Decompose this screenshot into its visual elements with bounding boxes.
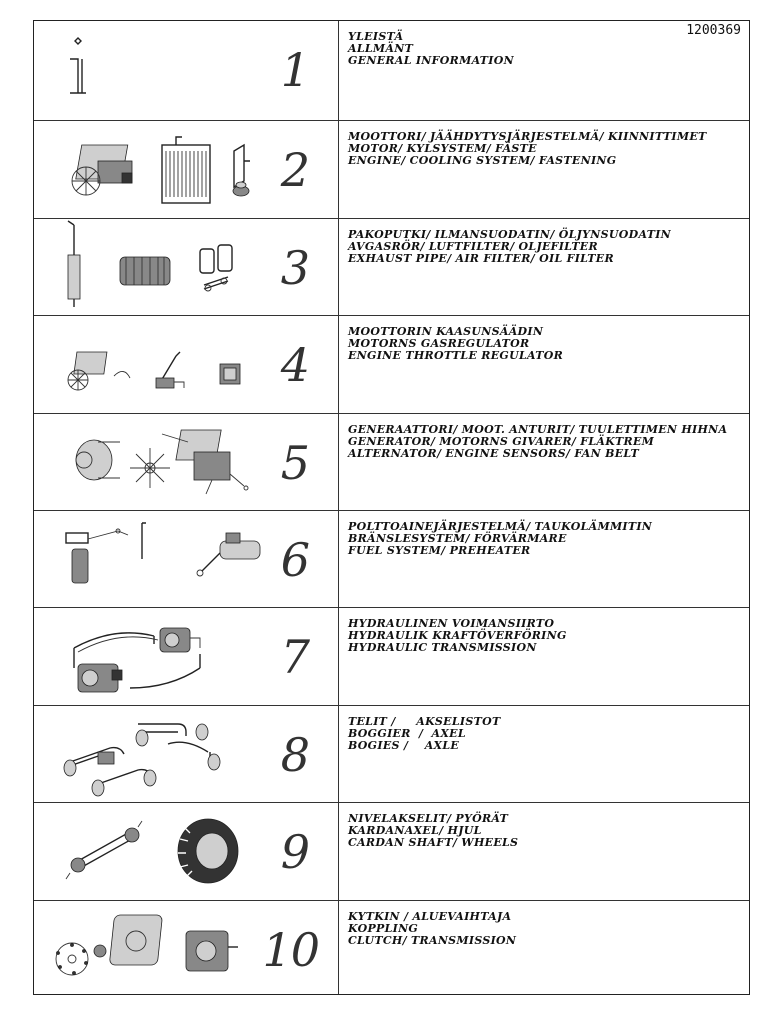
title-sv: HYDRAULIK KRAFTÖVERFÖRING	[348, 629, 567, 642]
gearbox-icon	[109, 914, 238, 972]
section-row-4[interactable]: 4 MOOTTORIN KAASUNSÄÄDIN MOTORNS GASREGU…	[34, 316, 749, 414]
section-2-illustration	[34, 121, 338, 218]
engine-icon	[161, 429, 249, 495]
title-fi: HYDRAULINEN VOIMANSIIRTO	[348, 617, 555, 630]
air-filter-icon	[119, 256, 171, 286]
section-number: 7	[280, 630, 310, 684]
title-fi: YLEISTÄ	[348, 30, 404, 43]
clutch-icon	[55, 942, 107, 976]
section-title-block[interactable]: PAKOPUTKI/ ILMANSUODATIN/ ÖLJYNSUODATIN …	[348, 229, 671, 265]
title-sv: BOGGIER / AXEL	[348, 727, 466, 740]
hydraulic-pump-icon	[77, 663, 123, 693]
section-number: 9	[280, 825, 310, 879]
section-row-5[interactable]: 5 GENERAATTORI/ MOOT. ANTURIT/ TUULETTIM…	[34, 414, 749, 511]
section-number: 10	[262, 923, 320, 977]
section-1-illustration	[34, 21, 338, 120]
section-10-illustration	[34, 901, 338, 996]
section-6-illustration	[34, 511, 338, 607]
section-title-block[interactable]: MOOTTORIN KAASUNSÄÄDIN MOTORNS GASREGULA…	[348, 326, 563, 362]
section-title-block[interactable]: KYTKIN / ALUEVAIHTAJA KOPPLING CLUTCH/ T…	[348, 911, 516, 947]
axle-icon	[63, 746, 157, 797]
title-fi: TELIT / AKSELISTOT	[348, 715, 501, 728]
section-title-block[interactable]: MOOTTORI/ JÄÄHDYTYSJÄRJESTELMÄ/ KIINNITT…	[348, 131, 707, 167]
title-sv: AVGASRÖR/ LUFTFILTER/ OLJEFILTER	[348, 240, 598, 253]
title-en: EXHAUST PIPE/ AIR FILTER/ OIL FILTER	[348, 252, 614, 265]
section-title-block[interactable]: GENERAATTORI/ MOOT. ANTURIT/ TUULETTIMEN…	[348, 424, 727, 460]
cardan-shaft-icon	[65, 820, 143, 880]
title-sv: KOPPLING	[348, 922, 419, 935]
section-row-9[interactable]: 9 NIVELAKSELIT/ PYÖRÄT KARDANAXEL/ HJUL …	[34, 803, 749, 901]
section-row-8[interactable]: 8 TELIT / AKSELISTOT BOGGIER / AXEL BOGI…	[34, 706, 749, 803]
section-number: 6	[280, 533, 310, 587]
title-sv: ALLMÄNT	[348, 42, 414, 55]
exhaust-pipe-icon	[67, 220, 81, 307]
title-en: GENERAL INFORMATION	[348, 54, 514, 67]
title-en: ENGINE/ COOLING SYSTEM/ FASTENING	[348, 154, 617, 167]
title-sv: GENERATOR/ MOTORNS GIVARER/ FLÄKTREM	[348, 435, 655, 448]
fuel-filter-icon	[65, 522, 146, 584]
section-number: 5	[280, 436, 310, 490]
title-en: HYDRAULIC TRANSMISSION	[348, 641, 537, 654]
section-9-illustration	[34, 803, 338, 900]
radiator-icon	[161, 136, 211, 204]
section-title-block[interactable]: NIVELAKSELIT/ PYÖRÄT KARDANAXEL/ HJUL CA…	[348, 813, 518, 849]
section-7-illustration	[34, 608, 338, 705]
section-row-3[interactable]: 3 PAKOPUTKI/ ILMANSUODATIN/ ÖLJYNSUODATI…	[34, 219, 749, 316]
title-fi: POLTTOAINEJÄRJESTELMÄ/ TAUKOLÄMMITIN	[348, 520, 653, 533]
section-number: 8	[280, 728, 310, 782]
section-number: 1	[280, 43, 310, 97]
wheel-icon	[177, 818, 239, 884]
parts-catalog-index-sheet: 1200369 1 YLEISTÄ ALLMÄNT GENERAL INFORM…	[33, 20, 750, 995]
section-5-illustration	[34, 414, 338, 510]
title-en: ALTERNATOR/ ENGINE SENSORS/ FAN BELT	[348, 447, 640, 460]
title-en: CLUTCH/ TRANSMISSION	[348, 934, 517, 947]
title-fi: MOOTTORI/ JÄÄHDYTYSJÄRJESTELMÄ/ KIINNITT…	[348, 130, 707, 143]
bracket-icon	[233, 143, 250, 189]
fan-icon	[130, 448, 170, 488]
title-en: CARDAN SHAFT/ WHEELS	[348, 836, 519, 849]
section-row-6[interactable]: 6 POLTTOAINEJÄRJESTELMÄ/ TAUKOLÄMMITIN B…	[34, 511, 749, 608]
title-fi: MOOTTORIN KAASUNSÄÄDIN	[348, 325, 544, 338]
throttle-lever-icon	[155, 351, 185, 389]
section-number: 4	[280, 338, 310, 392]
section-row-10[interactable]: 10 KYTKIN / ALUEVAIHTAJA KOPPLING CLUTCH…	[34, 901, 749, 996]
section-row-2[interactable]: 2 MOOTTORI/ JÄÄHDYTYSJÄRJESTELMÄ/ KIINNI…	[34, 121, 749, 219]
title-sv: MOTOR/ KYLSYSTEM/ FÄSTE	[348, 142, 537, 155]
section-title-block[interactable]: POLTTOAINEJÄRJESTELMÄ/ TAUKOLÄMMITIN BRÄ…	[348, 521, 652, 557]
hydraulic-hose-icon	[73, 632, 201, 689]
section-row-7[interactable]: 7 HYDRAULINEN VOIMANSIIRTO HYDRAULIK KRA…	[34, 608, 749, 706]
title-fi: GENERAATTORI/ MOOT. ANTURIT/ TUULETTIMEN…	[348, 423, 728, 436]
mount-icon	[232, 181, 250, 197]
document-number: 1200369	[686, 23, 741, 38]
section-4-illustration	[34, 316, 338, 413]
oil-filter-icon	[199, 244, 233, 292]
engine-icon	[67, 351, 131, 391]
info-icon	[70, 37, 86, 94]
engine-icon	[71, 144, 133, 196]
column-divider	[338, 21, 339, 994]
title-fi: KYTKIN / ALUEVAIHTAJA	[348, 910, 512, 923]
regulator-box-icon	[219, 363, 241, 385]
title-sv: MOTORNS GASREGULATOR	[348, 337, 530, 350]
title-en: ENGINE THROTTLE REGULATOR	[348, 349, 564, 362]
section-number: 2	[280, 143, 310, 197]
title-fi: NIVELAKSELIT/ PYÖRÄT	[348, 812, 509, 825]
section-3-illustration	[34, 219, 338, 315]
bogie-icon	[135, 723, 221, 771]
title-en: BOGIES / AXLE	[348, 739, 460, 752]
section-title-block[interactable]: YLEISTÄ ALLMÄNT GENERAL INFORMATION	[348, 31, 514, 67]
title-fi: PAKOPUTKI/ ILMANSUODATIN/ ÖLJYNSUODATIN	[348, 228, 672, 241]
section-title-block[interactable]: HYDRAULINEN VOIMANSIIRTO HYDRAULIK KRAFT…	[348, 618, 567, 654]
title-en: FUEL SYSTEM/ PREHEATER	[348, 544, 531, 557]
title-sv: BRÄNSLESYSTEM/ FÖRVÄRMARE	[348, 532, 567, 545]
title-sv: KARDANAXEL/ HJUL	[348, 824, 482, 837]
section-title-block[interactable]: TELIT / AKSELISTOT BOGGIER / AXEL BOGIES…	[348, 716, 500, 752]
section-row-1[interactable]: 1 YLEISTÄ ALLMÄNT GENERAL INFORMATION	[34, 21, 749, 121]
alternator-icon	[75, 439, 120, 481]
hydraulic-motor-icon	[159, 627, 201, 653]
preheater-icon	[196, 532, 261, 577]
section-8-illustration	[34, 706, 338, 802]
section-number: 3	[280, 241, 310, 295]
